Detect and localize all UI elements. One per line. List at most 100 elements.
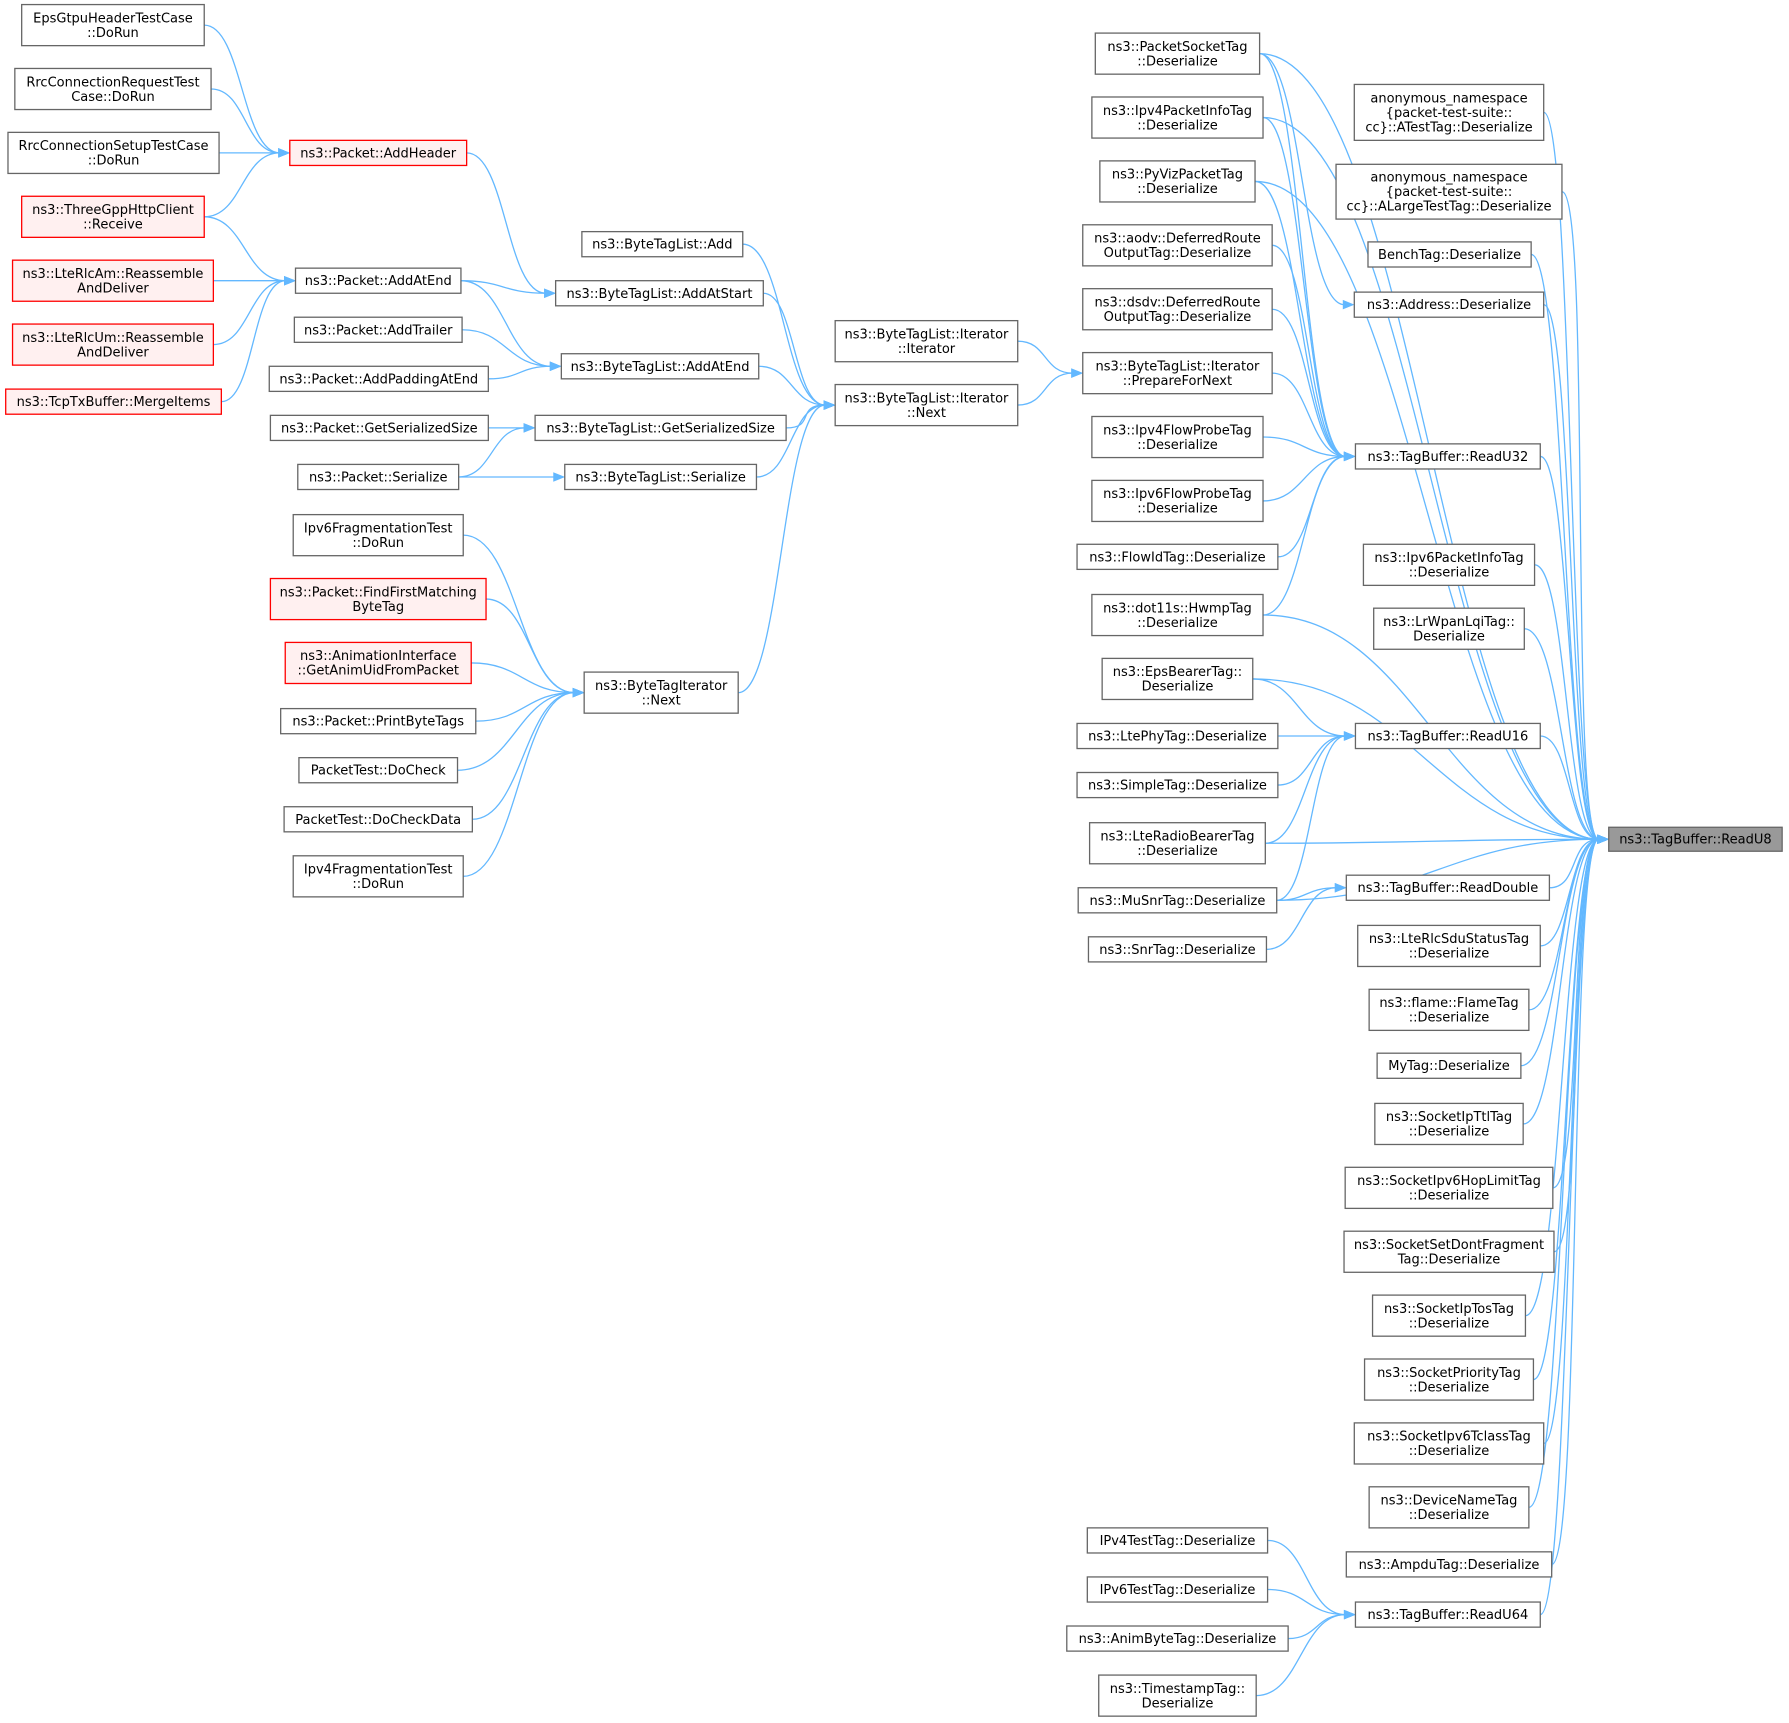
function-node-ltephy[interactable]: ns3::LtePhyTag::Deserialize (1076, 722, 1279, 750)
function-node-musnr[interactable]: ns3::MuSnrTag::Deserialize (1077, 887, 1278, 914)
function-node-aodv[interactable]: ns3::aodv::DeferredRouteOutputTag::Deser… (1082, 224, 1273, 267)
function-node-ipv6fp[interactable]: ns3::Ipv6FlowProbeTag::Deserialize (1091, 479, 1264, 523)
function-node-ru64[interactable]: ns3::TagBuffer::ReadU64 (1354, 1601, 1541, 1628)
function-node-prep[interactable]: ns3::ByteTagList::Iterator::PrepareForNe… (1082, 351, 1273, 395)
function-node-lrwpan[interactable]: ns3::LrWpanLqiTag::Deserialize (1373, 607, 1525, 650)
function-node-label: RrcConnectionSetupTestCase (18, 139, 208, 154)
function-node-btlstart[interactable]: ns3::ByteTagList::AddAtStart (554, 280, 764, 307)
function-node-label: ns3::PyVizPacketTag (1112, 168, 1243, 183)
function-node-epsgtpu[interactable]: EpsGtpuHeaderTestCase::DoRun (21, 3, 205, 47)
function-node-ru16[interactable]: ns3::TagBuffer::ReadU16 (1354, 722, 1541, 750)
function-node-pgss[interactable]: ns3::Packet::GetSerializedSize (269, 414, 489, 442)
function-node-label: ::Next (642, 693, 681, 708)
function-node-ipv6pi[interactable]: ns3::Ipv6PacketInfoTag::Deserialize (1362, 543, 1536, 587)
function-node-docheck[interactable]: PacketTest::DoCheck (298, 757, 459, 784)
function-node-label: ::Next (907, 406, 946, 421)
function-node-epsb[interactable]: ns3::EpsBearerTag::Deserialize (1101, 657, 1254, 701)
call-edge-ipv4frag-to-btinext (463, 687, 585, 877)
function-node-docheckdata[interactable]: PacketTest::DoCheckData (283, 806, 474, 833)
function-node-alarge[interactable]: anonymous_namespace{packet-test-suite::c… (1335, 163, 1563, 220)
function-node-snr[interactable]: ns3::SnrTag::Deserialize (1087, 936, 1268, 963)
function-node-label: AndDeliver (77, 281, 149, 296)
function-node-dontfrag[interactable]: ns3::SocketSetDontFragmentTag::Deseriali… (1343, 1230, 1555, 1273)
function-node-tcptx[interactable]: ns3::TcpTxBuffer::MergeItems (5, 388, 222, 415)
function-node-ipttl[interactable]: ns3::SocketIpTtlTag::Deserialize (1374, 1102, 1524, 1146)
function-node-label: {packet-test-suite:: (1386, 185, 1513, 200)
function-node-simple[interactable]: ns3::SimpleTag::Deserialize (1076, 771, 1279, 799)
function-node-addatend[interactable]: ns3::Packet::AddAtEnd (294, 267, 462, 294)
function-node-btladd[interactable]: ns3::ByteTagList::Add (581, 230, 744, 258)
function-node-ipv6frag[interactable]: Ipv6FragmentationTest::DoRun (292, 513, 464, 557)
function-node-label: ns3::ByteTagList::AddAtStart (566, 287, 752, 302)
function-node-label: ::Deserialize (1137, 182, 1218, 197)
function-node-btinext[interactable]: ns3::ByteTagIterator::Next (583, 671, 739, 714)
function-node-addpad[interactable]: ns3::Packet::AddPaddingAtEnd (268, 365, 489, 393)
function-node-label: Ipv6FragmentationTest (304, 521, 453, 536)
function-node-http[interactable]: ns3::ThreeGppHttpClient::Receive (21, 195, 205, 238)
function-node-pser[interactable]: ns3::Packet::Serialize (297, 463, 460, 491)
function-node-mytag[interactable]: MyTag::Deserialize (1376, 1052, 1522, 1079)
function-node-tstamp[interactable]: ns3::TimestampTag::Deserialize (1098, 1674, 1257, 1717)
function-node-hwmp[interactable]: ns3::dot11s::HwmpTag::Deserialize (1091, 593, 1264, 637)
function-node-label: ns3::TagBuffer::ReadDouble (1357, 881, 1538, 896)
function-node-itctor[interactable]: ns3::ByteTagList::Iterator::Iterator (834, 319, 1019, 363)
function-node-ipv4fp[interactable]: ns3::Ipv4FlowProbeTag::Deserialize (1091, 415, 1264, 459)
function-node-dsdv[interactable]: ns3::dsdv::DeferredRouteOutputTag::Deser… (1082, 288, 1273, 331)
function-node-ipv4frag[interactable]: Ipv4FragmentationTest::DoRun (292, 855, 464, 898)
function-node-label: ::PrepareForNext (1123, 374, 1232, 389)
arrowhead-icon (1071, 368, 1084, 378)
function-node-label: AndDeliver (77, 345, 149, 360)
function-node-lterb[interactable]: ns3::LteRadioBearerTag::Deserialize (1088, 822, 1266, 865)
function-node-rlcsdu[interactable]: ns3::LteRlcSduStatusTag::Deserialize (1357, 924, 1541, 968)
function-node-ip6test[interactable]: IPv6TestTag::Deserialize (1086, 1576, 1269, 1603)
function-node-flowid[interactable]: ns3::FlowIdTag::Deserialize (1076, 543, 1279, 571)
function-node-animbt[interactable]: ns3::AnimByteTag::Deserialize (1066, 1625, 1289, 1652)
arrowhead-icon (1343, 451, 1356, 462)
function-node-btlend[interactable]: ns3::ByteTagList::AddAtEnd (560, 353, 760, 380)
function-node-atest[interactable]: anonymous_namespace{packet-test-suite::c… (1353, 83, 1545, 142)
function-node-ipv4pi[interactable]: ns3::Ipv4PacketInfoTag::Deserialize (1091, 96, 1264, 139)
function-node-btlgss[interactable]: ns3::ByteTagList::GetSerializedSize (534, 414, 787, 442)
function-node-bench[interactable]: BenchTag::Deserialize (1367, 241, 1532, 268)
function-node-addhdr[interactable]: ns3::Packet::AddHeader (289, 139, 468, 167)
function-node-hoplim[interactable]: ns3::SocketIpv6HopLimitTag::Deserialize (1344, 1166, 1554, 1210)
function-node-label: ns3::Ipv6FlowProbeTag (1103, 487, 1252, 502)
function-node-tclass[interactable]: ns3::SocketIpv6TclassTag::Deserialize (1353, 1422, 1545, 1465)
arrowhead-icon (553, 472, 566, 482)
function-node-label: ::Deserialize (1137, 844, 1218, 859)
function-node-ip4test[interactable]: IPv4TestTag::Deserialize (1086, 1527, 1269, 1554)
function-node-devname[interactable]: ns3::DeviceNameTag::Deserialize (1368, 1486, 1530, 1529)
function-node-label: ns3::TagBuffer::ReadU16 (1367, 729, 1528, 744)
function-node-sprio[interactable]: ns3::SocketPriorityTag::Deserialize (1363, 1358, 1535, 1401)
function-node-label: ::Deserialize (1137, 118, 1218, 133)
call-edge-bench-to-root (1530, 253, 1610, 844)
function-node-pbt[interactable]: ns3::Packet::PrintByteTags (280, 707, 477, 735)
call-edge-http-to-addatend (204, 216, 296, 286)
function-node-label: ns3::dot11s::HwmpTag (1103, 601, 1252, 616)
function-node-label: OutputTag::Deserialize (1104, 246, 1252, 261)
function-node-label: Ipv4FragmentationTest (304, 863, 453, 878)
function-node-ru32[interactable]: ns3::TagBuffer::ReadU32 (1354, 443, 1541, 470)
function-node-ampdu[interactable]: ns3::AmpduTag::Deserialize (1345, 1551, 1553, 1578)
function-node-flame[interactable]: ns3::flame::FlameTag::Deserialize (1368, 988, 1530, 1032)
function-node-pyviz[interactable]: ns3::PyVizPacketTag::Deserialize (1099, 160, 1256, 203)
function-node-label: ns3::Packet::FindFirstMatching (280, 585, 477, 600)
function-node-pst[interactable]: ns3::PacketSocketTag::Deserialize (1094, 32, 1261, 75)
node-layer: ns3::TagBuffer::ReadU8ns3::TagBuffer::Re… (5, 3, 1783, 1717)
function-node-root[interactable]: ns3::TagBuffer::ReadU8 (1608, 826, 1783, 852)
function-node-rrcsetup[interactable]: RrcConnectionSetupTestCase::DoRun (7, 131, 220, 175)
function-node-rdbl[interactable]: ns3::TagBuffer::ReadDouble (1345, 874, 1551, 901)
function-node-label: ns3::dsdv::DeferredRoute (1095, 295, 1261, 310)
function-node-btlser[interactable]: ns3::ByteTagList::Serialize (564, 463, 758, 491)
function-node-addr[interactable]: ns3::Address::Deserialize (1353, 291, 1545, 318)
function-node-addtrl[interactable]: ns3::Packet::AddTrailer (293, 316, 463, 343)
function-node-animuid[interactable]: ns3::AnimationInterface::GetAnimUidFromP… (284, 641, 472, 685)
function-node-iptos[interactable]: ns3::SocketIpTosTag::Deserialize (1371, 1294, 1527, 1337)
function-node-itnext[interactable]: ns3::ByteTagList::Iterator::Next (834, 383, 1019, 427)
function-node-label: PacketTest::DoCheckData (295, 813, 461, 828)
function-node-label: IPv4TestTag::Deserialize (1100, 1534, 1256, 1549)
